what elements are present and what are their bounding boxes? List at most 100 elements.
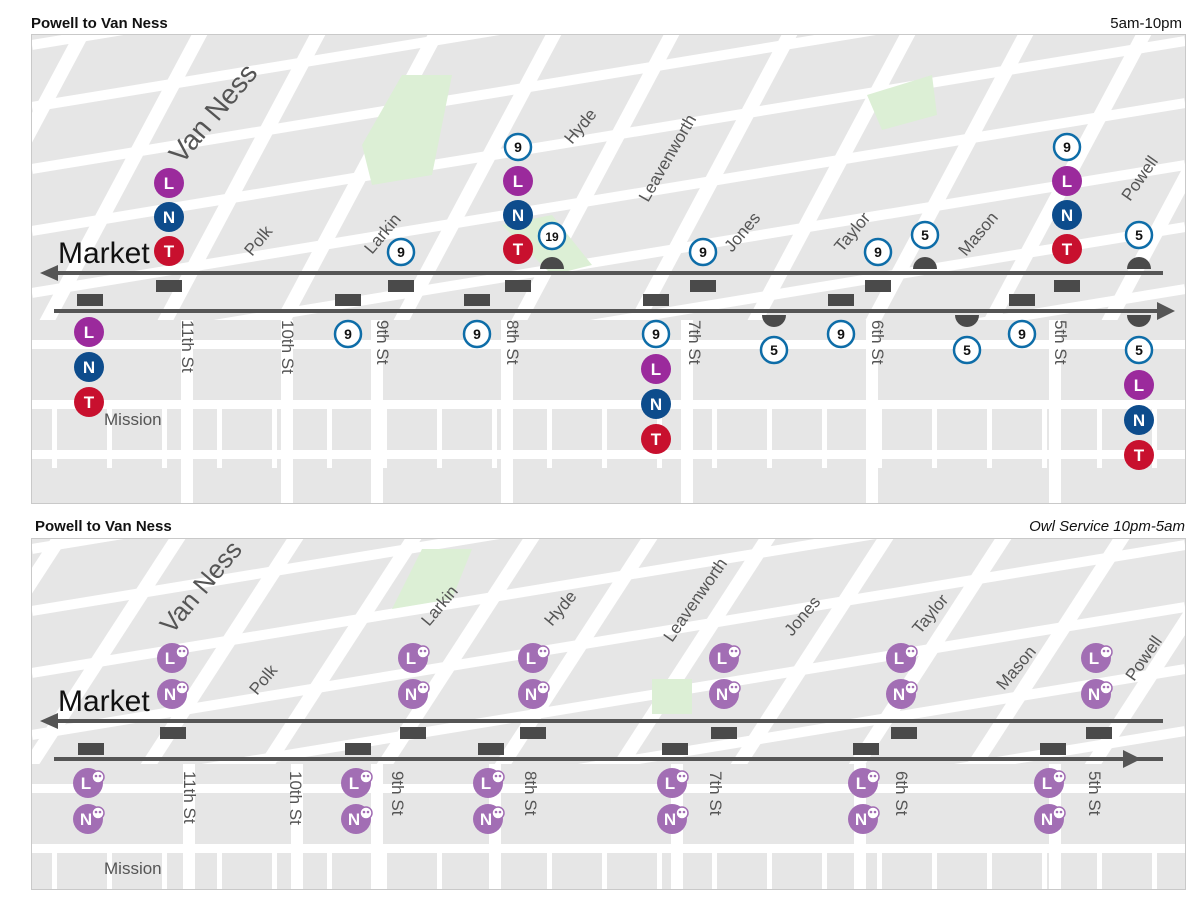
badge-number: 9 — [397, 244, 405, 260]
street — [183, 764, 195, 889]
stop-marker — [690, 280, 716, 292]
owl-service-icon: L — [157, 643, 189, 673]
badge-number: 9 — [1018, 326, 1026, 342]
muni-l-line-icon: L — [641, 354, 671, 384]
muni-l-line-icon: L — [1052, 166, 1082, 196]
stop-marker — [711, 727, 737, 739]
owl-icon — [175, 681, 189, 695]
badge-circle — [863, 237, 893, 267]
badge-circle — [688, 237, 718, 267]
stop-marker — [1009, 294, 1035, 306]
badge-circle — [641, 424, 671, 454]
owl-service-icon: N — [886, 679, 918, 709]
owl-eye — [907, 649, 911, 653]
bus-route-icon: 5 — [1124, 220, 1154, 250]
badge-circle — [1124, 440, 1154, 470]
owl-icon — [1052, 770, 1066, 784]
badge-circle — [641, 319, 671, 349]
badge-circle — [1052, 234, 1082, 264]
badge-letter: L — [526, 649, 536, 668]
street-label-7th-st: 7th St — [685, 320, 704, 365]
street — [32, 35, 876, 174]
owl-eye — [494, 810, 498, 814]
owl-service-icon: N — [341, 804, 373, 834]
street-label-8th-st: 8th St — [521, 771, 540, 816]
alley — [602, 408, 607, 468]
badge-circle — [1124, 220, 1154, 250]
badge-letter: N — [83, 358, 95, 377]
alley — [52, 408, 57, 468]
park-area — [362, 75, 452, 185]
owl-icon — [675, 770, 689, 784]
bus-route-icon: 9 — [386, 237, 416, 267]
alley — [767, 852, 772, 889]
muni-n-line-icon: N — [503, 200, 533, 230]
owl-icon — [91, 770, 105, 784]
badge-letter: N — [163, 208, 175, 227]
owl-eye — [1106, 649, 1110, 653]
bus-route-icon: 9 — [1007, 319, 1037, 349]
owl-service-icon: L — [398, 643, 430, 673]
owl-icon — [536, 645, 550, 659]
street-label-9th-st: 9th St — [388, 771, 407, 816]
badge-letter: N — [893, 685, 905, 704]
badge-letter: L — [1089, 649, 1099, 668]
badge-letter: L — [349, 774, 359, 793]
bus-route-icon: 5 — [759, 335, 789, 365]
owl-icon — [416, 645, 430, 659]
muni-n-line-icon: N — [154, 202, 184, 232]
street — [32, 400, 1185, 409]
alley — [932, 852, 937, 889]
alley — [877, 408, 882, 468]
muni-l-line-icon: L — [503, 166, 533, 196]
owl-icon — [1052, 806, 1066, 820]
owl-eye — [98, 774, 102, 778]
muni-t-line-icon: T — [1124, 440, 1154, 470]
badge-circle — [1124, 370, 1154, 400]
day-map-title: Powell to Van Ness — [31, 15, 168, 32]
street-label-11th-st: 11th St — [178, 320, 197, 373]
badge-number: 5 — [1135, 342, 1143, 358]
owl-eye — [678, 774, 682, 778]
street — [32, 540, 1185, 740]
bus-stop-marker — [762, 315, 786, 327]
owl-icon — [536, 681, 550, 695]
bus-route-icon: 5 — [952, 335, 982, 365]
owl-eye — [734, 649, 738, 653]
day-stops — [77, 257, 1151, 327]
street — [32, 36, 1185, 236]
street-label-9th-st: 9th St — [373, 320, 392, 365]
owl-icon — [727, 645, 741, 659]
badge-circle — [1052, 200, 1082, 230]
stop-marker — [520, 727, 546, 739]
bus-route-icon: 9 — [462, 319, 492, 349]
alley — [1097, 408, 1102, 468]
outbound-arrow-icon — [40, 265, 58, 281]
alley — [1152, 852, 1157, 889]
street-label-11th-st: 11th St — [180, 771, 199, 824]
alley — [272, 408, 277, 468]
owl-eye — [498, 810, 502, 814]
alley — [1152, 408, 1157, 468]
badge-letter: N — [164, 685, 176, 704]
owl-service-icon: L — [657, 768, 689, 798]
street — [32, 35, 90, 143]
badge-circle — [154, 168, 184, 198]
owl-eye — [911, 685, 915, 689]
badge-letter: L — [1062, 172, 1072, 191]
market-label: Market — [58, 685, 150, 718]
street-label-6th-st: 6th St — [892, 771, 911, 816]
inbound-arrow-icon — [1157, 302, 1175, 320]
owl-icon — [675, 806, 689, 820]
owl-service-icon: N — [1081, 679, 1113, 709]
street-label-10th-st: 10th St — [286, 771, 305, 825]
owl-eye — [419, 649, 423, 653]
badge-letter: L — [81, 774, 91, 793]
alley — [657, 852, 662, 889]
south-street-grid — [32, 764, 1185, 889]
owl-eye — [873, 774, 877, 778]
